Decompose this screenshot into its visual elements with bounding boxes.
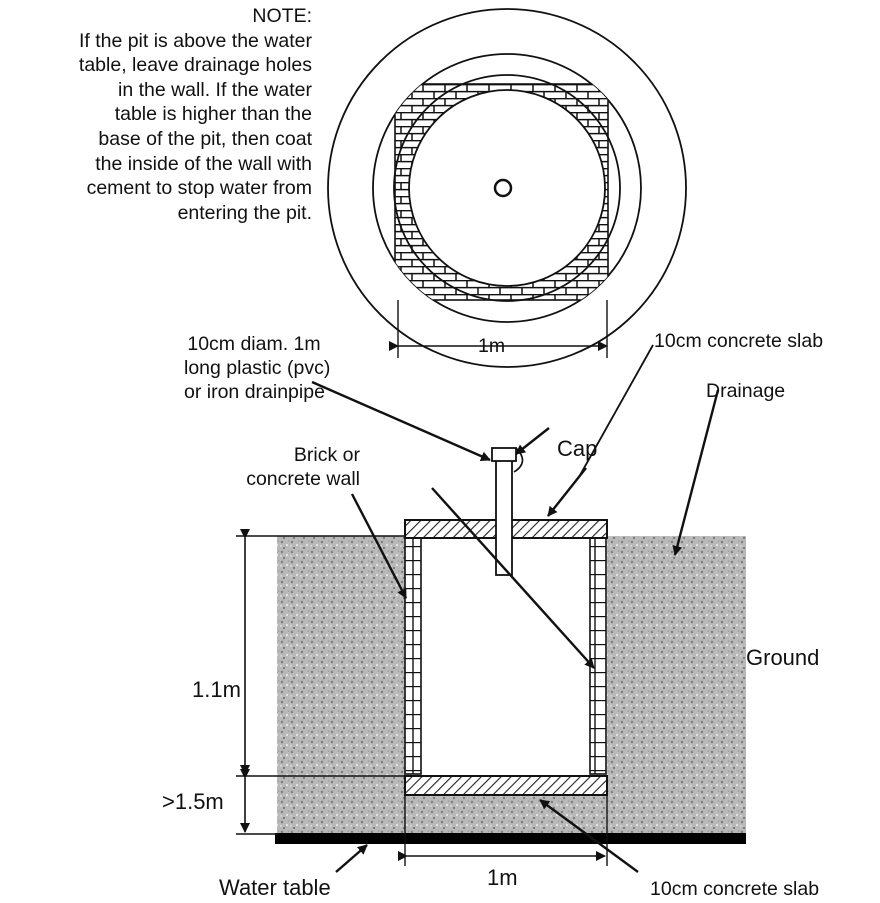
cap-leader [515, 427, 550, 455]
top-slab-leader [578, 344, 654, 478]
water-table-leader [335, 844, 368, 873]
note-line: If the pit is above the water [78, 29, 312, 52]
drainpipe-hole [493, 178, 513, 198]
note-line: cement to stop water from [86, 177, 312, 200]
note-text: NOTE: If the pit is above the water tabl… [79, 4, 312, 225]
wall-inner-leader [431, 487, 595, 669]
cap-label: Cap [557, 436, 598, 461]
top-slab-label: 10cm concrete slab [654, 330, 824, 352]
bottom-width-label: 1m [487, 865, 518, 890]
ground-below-pit [405, 795, 607, 834]
pipe-cap [491, 447, 517, 462]
wall-label: Brick or concrete wall [246, 444, 360, 490]
wall-leader [350, 493, 408, 599]
bottom-slab-leader [539, 799, 639, 873]
note-line: the inside of the wall with [95, 152, 312, 175]
drainage-leader [672, 389, 720, 556]
note-line: table is higher than the [114, 103, 312, 126]
bottom-slab-label: 10cm concrete slab [650, 878, 820, 900]
brick-ring-outer [393, 74, 621, 302]
water-table-bar [275, 833, 746, 844]
top-view [327, 8, 687, 368]
note-line: in the wall. If the water [117, 78, 312, 101]
middle-ring [372, 53, 642, 323]
pipe-leader [311, 380, 491, 462]
bottom-slab [404, 775, 608, 796]
plan-width-label: 1m [478, 335, 506, 357]
depth-label: 1.1m [192, 677, 241, 702]
ground-left [277, 536, 405, 834]
outer-ring [327, 8, 687, 368]
section-view [236, 344, 746, 873]
note-heading: NOTE: [252, 5, 312, 27]
brick-wall-left [404, 537, 422, 775]
note-line: table, leave drainage holes [78, 54, 312, 77]
drainpipe [495, 459, 513, 576]
drainage-label: Drainage [706, 380, 786, 402]
water-table-label: Water table [219, 875, 331, 900]
ground-right [607, 536, 746, 834]
slab-cap-leader [547, 467, 587, 517]
note-line: base of the pit, then coat [98, 127, 312, 150]
brick-wall-right [589, 537, 607, 775]
ground-label: Ground [746, 645, 820, 670]
pipe-label: 10cm diam. 1m long plastic (pvc) or iron… [184, 333, 331, 403]
note-line: entering the pit. [177, 201, 312, 224]
clearance-label: >1.5m [162, 789, 224, 814]
